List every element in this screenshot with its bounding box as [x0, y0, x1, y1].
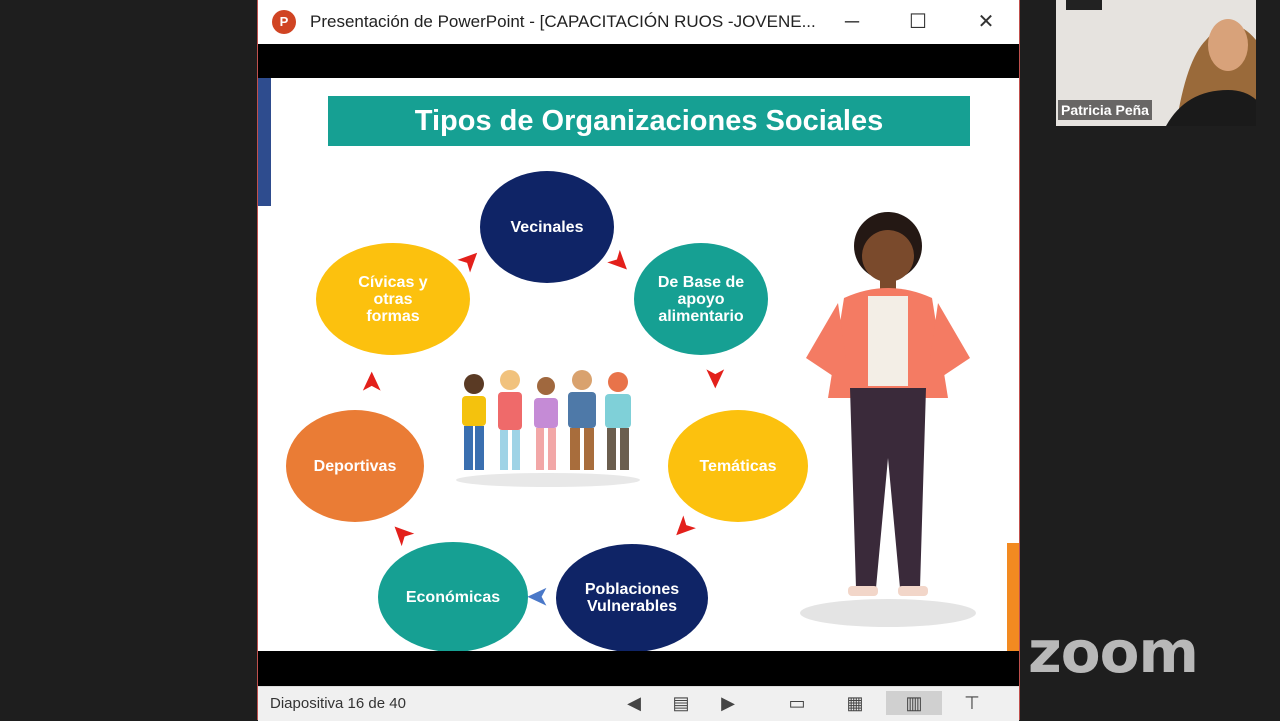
- circle-label: Deportivas: [313, 457, 397, 475]
- normal-view-icon[interactable]: ▭: [788, 693, 806, 713]
- circle-label: De Base de apoyo alimentario: [657, 273, 745, 325]
- notes-icon[interactable]: ▤: [672, 693, 690, 713]
- grid-view-icon[interactable]: ▦: [846, 693, 864, 713]
- powerpoint-window: P Presentación de PowerPoint - [CAPACITA…: [257, 0, 1020, 721]
- people-group-illustration: [456, 370, 640, 487]
- circle-label: Económicas: [405, 588, 501, 606]
- circle-deportivas: Deportivas: [286, 410, 424, 522]
- circle-label: Cívicas y otras formas: [358, 273, 428, 325]
- letterbox-bottom: [258, 651, 1019, 686]
- circle-label: Poblaciones Vulnerables: [584, 581, 680, 615]
- minimize-button[interactable]: ─: [844, 11, 860, 33]
- circle-civicas: Cívicas y otras formas: [316, 243, 470, 355]
- slide-counter: Diapositiva 16 de 40: [270, 695, 406, 712]
- woman-illustration: [800, 212, 976, 627]
- accent-bar-left: [258, 78, 271, 206]
- presenter-view-icon[interactable]: ⊤: [964, 693, 980, 713]
- arrow-icon: ➤: [700, 366, 732, 390]
- circle-economicas: Económicas: [378, 542, 528, 651]
- arrow-icon: ➤: [355, 370, 387, 394]
- arrow-icon: ➤: [664, 509, 704, 548]
- arrow-icon: ➤: [526, 582, 550, 613]
- participant-name: Patricia Peña: [1058, 100, 1152, 120]
- zoom-logo: zoom: [1028, 618, 1199, 686]
- circle-label: Temáticas: [699, 457, 777, 475]
- previous-icon[interactable]: ◀: [627, 693, 641, 713]
- circle-tematicas: Temáticas: [668, 410, 808, 522]
- status-bar: Diapositiva 16 de 40 ◀ ▤ ▶ ▭ ▦ ▥ ⊤: [258, 686, 1019, 721]
- reading-view-icon[interactable]: ▥: [886, 691, 942, 715]
- title-bar: P Presentación de PowerPoint - [CAPACITA…: [258, 0, 1019, 44]
- circle-base-apoyo: De Base de apoyo alimentario: [634, 243, 768, 355]
- window-title: Presentación de PowerPoint - [CAPACITACI…: [310, 12, 816, 31]
- slide-title: Tipos de Organizaciones Sociales: [328, 96, 970, 146]
- letterbox-top: [258, 44, 1019, 78]
- slide: Tipos de Organizaciones Sociales Vecinal…: [258, 78, 1019, 651]
- next-icon[interactable]: ▶: [721, 693, 735, 713]
- participant-video[interactable]: Patricia Peña: [1056, 0, 1256, 126]
- accent-bar-right: [1007, 543, 1019, 651]
- circle-label: Vecinales: [510, 218, 584, 236]
- close-button[interactable]: ✕: [977, 11, 995, 33]
- maximize-button[interactable]: ☐: [909, 11, 927, 33]
- circle-poblaciones: Poblaciones Vulnerables: [556, 544, 708, 651]
- participant-avatar: [1066, 0, 1256, 126]
- powerpoint-icon: P: [272, 10, 296, 34]
- circle-vecinales: Vecinales: [480, 171, 614, 283]
- arrow-icon: ➤: [382, 515, 421, 554]
